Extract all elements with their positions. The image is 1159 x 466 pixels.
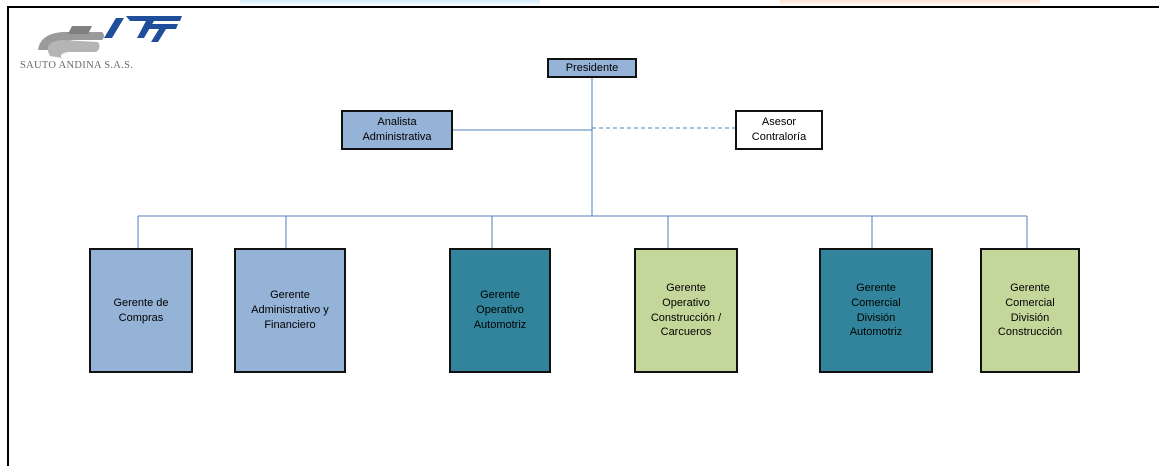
node-gerente-comercial-automotriz: Gerente Comercial División Automotriz <box>819 248 933 373</box>
node-analista-label: Analista Administrativa <box>362 116 432 143</box>
node-gerente-comercial-construccion: Gerente Comercial División Construcción <box>980 248 1080 373</box>
top-edge-glow-blue <box>240 0 540 6</box>
node-gerente-administrativo-label: Gerente Administrativo y Financiero <box>251 289 329 331</box>
node-gerente-compras-label: Gerente de Compras <box>113 296 169 324</box>
top-edge-glow-orange <box>780 0 1040 6</box>
node-gerente-comercial-construccion-label: Gerente Comercial División Construcción <box>997 281 1063 339</box>
sauto-andina-logo-icon <box>38 16 182 58</box>
node-gerente-compras: Gerente de Compras <box>89 248 193 373</box>
node-gerente-operativo-construccion-label: Gerente Operativo Construcción / Carcuer… <box>650 281 722 339</box>
node-asesor-label: Asesor Contraloría <box>751 116 807 143</box>
page-frame <box>7 6 1159 466</box>
node-gerente-operativo-construccion: Gerente Operativo Construcción / Carcuer… <box>634 248 738 373</box>
node-analista-administrativa: Analista Administrativa <box>341 110 453 150</box>
node-gerente-comercial-automotriz-label: Gerente Comercial División Automotriz <box>849 281 903 339</box>
company-logo: SAUTO ANDINA S.A.S. <box>20 12 190 77</box>
node-presidente: Presidente <box>547 58 637 78</box>
node-asesor-contraloria: Asesor Contraloría <box>735 110 823 150</box>
node-gerente-operativo-automotriz: Gerente Operativo Automotriz <box>449 248 551 373</box>
node-presidente-label: Presidente <box>565 61 619 74</box>
company-name: SAUTO ANDINA S.A.S. <box>20 60 134 71</box>
node-gerente-operativo-automotriz-label: Gerente Operativo Automotriz <box>473 289 527 331</box>
node-gerente-administrativo-financiero: Gerente Administrativo y Financiero <box>234 248 346 373</box>
